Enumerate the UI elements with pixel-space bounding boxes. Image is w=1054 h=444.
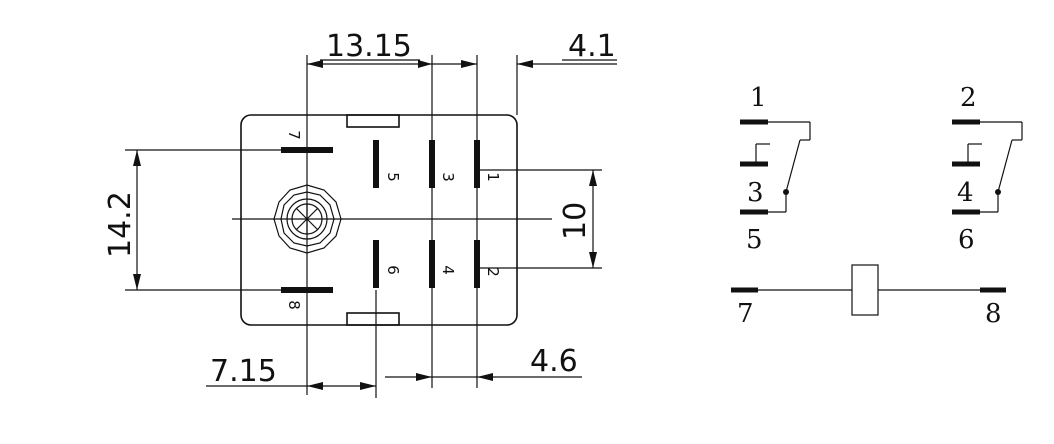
dim-label-4-6: 4.6 [530,344,578,379]
dim-4-1: 4.1 [517,29,617,68]
dim-14-2: 14.2 [103,150,141,290]
dim-label-4-1: 4.1 [568,29,616,64]
switch-blade-a [785,139,801,193]
pin-label-3: 3 [439,172,457,182]
terminal-8-label: 8 [985,299,1002,329]
coil-symbol [851,264,879,316]
pin-label-5: 5 [384,172,402,182]
pin-label-2: 2 [484,267,502,277]
dim-13-15: 13.15 [307,29,477,68]
dim-10: 10 [558,170,597,268]
dim-4-6: 4.6 [385,344,582,381]
terminal-1-label: 1 [750,83,767,113]
pin-label-8: 8 [285,300,303,310]
top-notch [346,114,400,128]
dim-label-7-15: 7.15 [210,354,277,389]
bottom-notch [346,312,400,326]
contact-group-a: 1 3 5 [740,83,811,255]
pin-label-4: 4 [439,265,457,275]
dim-7-15: 7.15 [206,354,376,390]
switch-blade-b [997,139,1013,193]
terminal-5-label: 5 [746,225,763,255]
pin-label-1: 1 [484,172,502,182]
terminal-7-label: 7 [737,299,754,329]
schematic-view: 1 3 5 2 [731,83,1023,329]
footprint-view: 7 8 5 3 1 6 4 2 13.15 [103,29,617,398]
terminal-6-label: 6 [958,225,975,255]
dim-label-10: 10 [558,202,593,240]
contact-group-b: 2 4 6 [952,83,1023,255]
terminal-4-label: 4 [957,178,974,208]
coil: 7 8 [731,264,1006,329]
dim-label-13-15: 13.15 [326,29,412,64]
pin-label-7: 7 [285,130,303,140]
terminal-2-label: 2 [960,83,977,113]
dim-label-14-2: 14.2 [103,191,138,258]
terminal-3-label: 3 [747,178,764,208]
pin-label-6: 6 [384,265,402,275]
